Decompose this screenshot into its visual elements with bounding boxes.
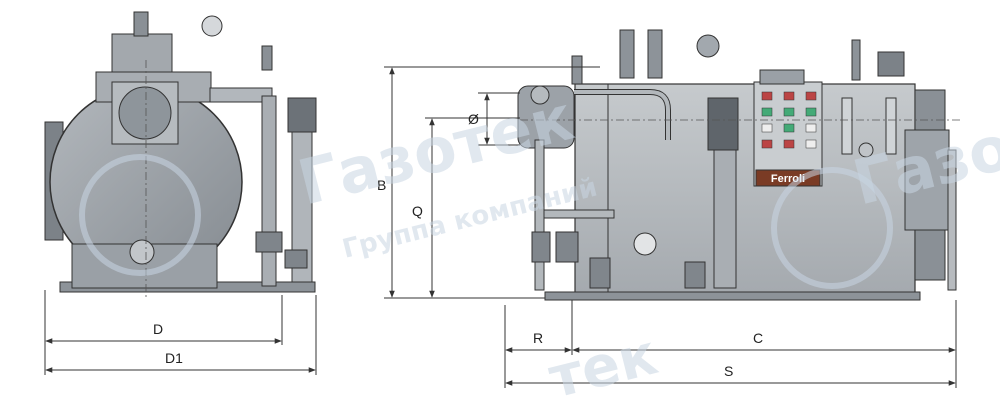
front-gauge — [201, 15, 223, 37]
dim-label-c: C — [753, 330, 763, 346]
panel-lamp-6 — [805, 107, 817, 117]
panel-switch-3 — [805, 123, 817, 133]
side-vent-valve — [571, 55, 583, 85]
side-header-nozzle — [530, 85, 550, 105]
panel-switch-1 — [761, 123, 773, 133]
side-valve-c — [589, 257, 611, 289]
side-burner-door — [904, 129, 950, 231]
front-manhole — [118, 86, 172, 140]
front-top-pipe — [209, 87, 273, 103]
panel-switch-2 — [783, 123, 795, 133]
front-inspection-port — [129, 239, 155, 265]
front-top-valves — [111, 33, 173, 73]
front-valve-1 — [255, 231, 283, 253]
panel-lamp-1 — [761, 91, 773, 101]
side-pump-column — [713, 149, 737, 289]
panel-switch-5 — [783, 139, 795, 149]
side-pressure-gauge — [633, 232, 657, 256]
dim-label-d1: D1 — [165, 350, 183, 366]
side-top-pipe — [851, 39, 861, 81]
watermark-brand-bottom: тек — [543, 322, 664, 403]
panel-lamp-3 — [805, 91, 817, 101]
side-base-rail — [544, 291, 921, 301]
side-gauge-small — [858, 142, 874, 158]
side-safety-valve-2 — [647, 29, 663, 79]
dim-label-b: B — [377, 177, 386, 193]
side-steam-pipe-fill — [574, 90, 670, 140]
side-valve-d — [684, 261, 706, 289]
side-horizontal-pipe — [543, 209, 615, 219]
dim-label-r: R — [533, 330, 543, 346]
dim-label-q: Q — [412, 203, 423, 219]
side-valve-b — [555, 231, 579, 263]
dimensions-bottom: R C S — [504, 300, 957, 388]
side-main-valve — [696, 34, 720, 58]
side-safety-valve-1 — [619, 29, 635, 79]
panel-switch-6 — [805, 139, 817, 149]
front-pump-column — [291, 131, 313, 283]
watermark-emblem-right — [771, 167, 893, 289]
side-steam-header — [517, 85, 575, 149]
front-valve-2 — [284, 249, 308, 269]
panel-lamp-5 — [783, 107, 795, 117]
panel-switch-4 — [761, 139, 773, 149]
side-pump-motor — [707, 97, 739, 151]
side-sight-glass-1 — [841, 97, 853, 155]
dimensions-front: D D1 — [44, 290, 317, 375]
dim-label-d: D — [153, 321, 163, 337]
dimensions-vertical: B Q Ø — [377, 66, 600, 299]
dim-label-s: S — [724, 363, 733, 379]
dim-label-diameter: Ø — [468, 111, 479, 127]
side-top-cover — [759, 69, 805, 85]
side-valve-a — [531, 231, 551, 263]
panel-lamp-2 — [783, 91, 795, 101]
front-safety-valve — [133, 11, 149, 37]
side-sight-glass-2 — [885, 97, 897, 155]
watermark-emblem-left — [79, 154, 201, 276]
front-relief-valve — [261, 45, 273, 71]
panel-lamp-4 — [761, 107, 773, 117]
side-level-control — [877, 51, 905, 77]
front-pump-motor — [287, 97, 317, 133]
side-end-plate — [947, 149, 957, 291]
front-vertical-pipe — [261, 95, 277, 287]
